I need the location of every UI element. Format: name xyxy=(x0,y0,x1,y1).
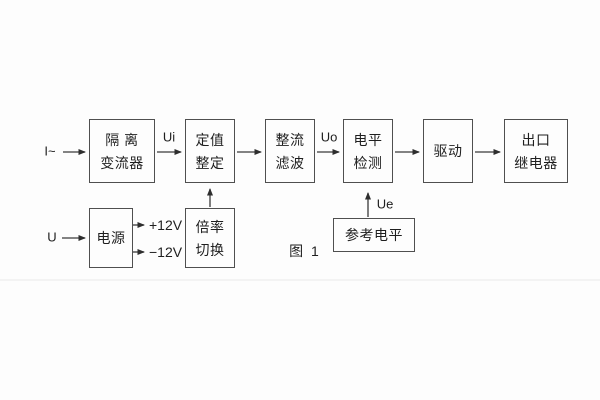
block-label: 定值 xyxy=(195,131,225,148)
block-reference-level: 参考电平 xyxy=(333,218,415,252)
block-label: 变流器 xyxy=(100,154,144,171)
minus12v-rail-label: −12V xyxy=(149,244,183,260)
block-label: 出口 xyxy=(521,131,551,148)
block-label: 参考电平 xyxy=(345,227,403,243)
figure-caption: 图 1 xyxy=(289,243,321,259)
block-label: 整定 xyxy=(195,154,225,171)
block-setting-adjust: 定值 整定 xyxy=(185,119,235,183)
block-label: 倍率 xyxy=(195,218,225,235)
ue-signal-label: Ue xyxy=(376,196,394,212)
block-output-relay: 出口 继电器 xyxy=(504,119,568,183)
block-ratio-switch: 倍率 切换 xyxy=(185,208,235,268)
block-label: 继电器 xyxy=(514,154,558,171)
background-fold-line xyxy=(0,279,600,281)
input-voltage-label: U xyxy=(47,229,57,245)
block-label: 滤波 xyxy=(275,154,305,171)
block-label: 隔 离 xyxy=(105,131,139,148)
plus12v-rail-label: +12V xyxy=(149,217,183,233)
input-current-label: I~ xyxy=(44,143,56,159)
block-isolation-transformer: 隔 离 变流器 xyxy=(89,119,155,183)
block-driver: 驱动 xyxy=(423,119,473,183)
ui-signal-label: Ui xyxy=(162,129,176,145)
block-label: 电平 xyxy=(353,131,383,148)
block-label: 切换 xyxy=(195,241,225,258)
block-level-detect: 电平 检测 xyxy=(343,119,393,183)
block-power-supply: 电源 xyxy=(89,208,133,268)
block-label: 驱动 xyxy=(433,143,463,159)
block-rectify-filter: 整流 滤波 xyxy=(265,119,315,183)
block-label: 检测 xyxy=(353,154,383,171)
uo-signal-label: Uo xyxy=(320,129,338,145)
block-label: 整流 xyxy=(275,131,305,148)
block-label: 电源 xyxy=(96,230,126,246)
